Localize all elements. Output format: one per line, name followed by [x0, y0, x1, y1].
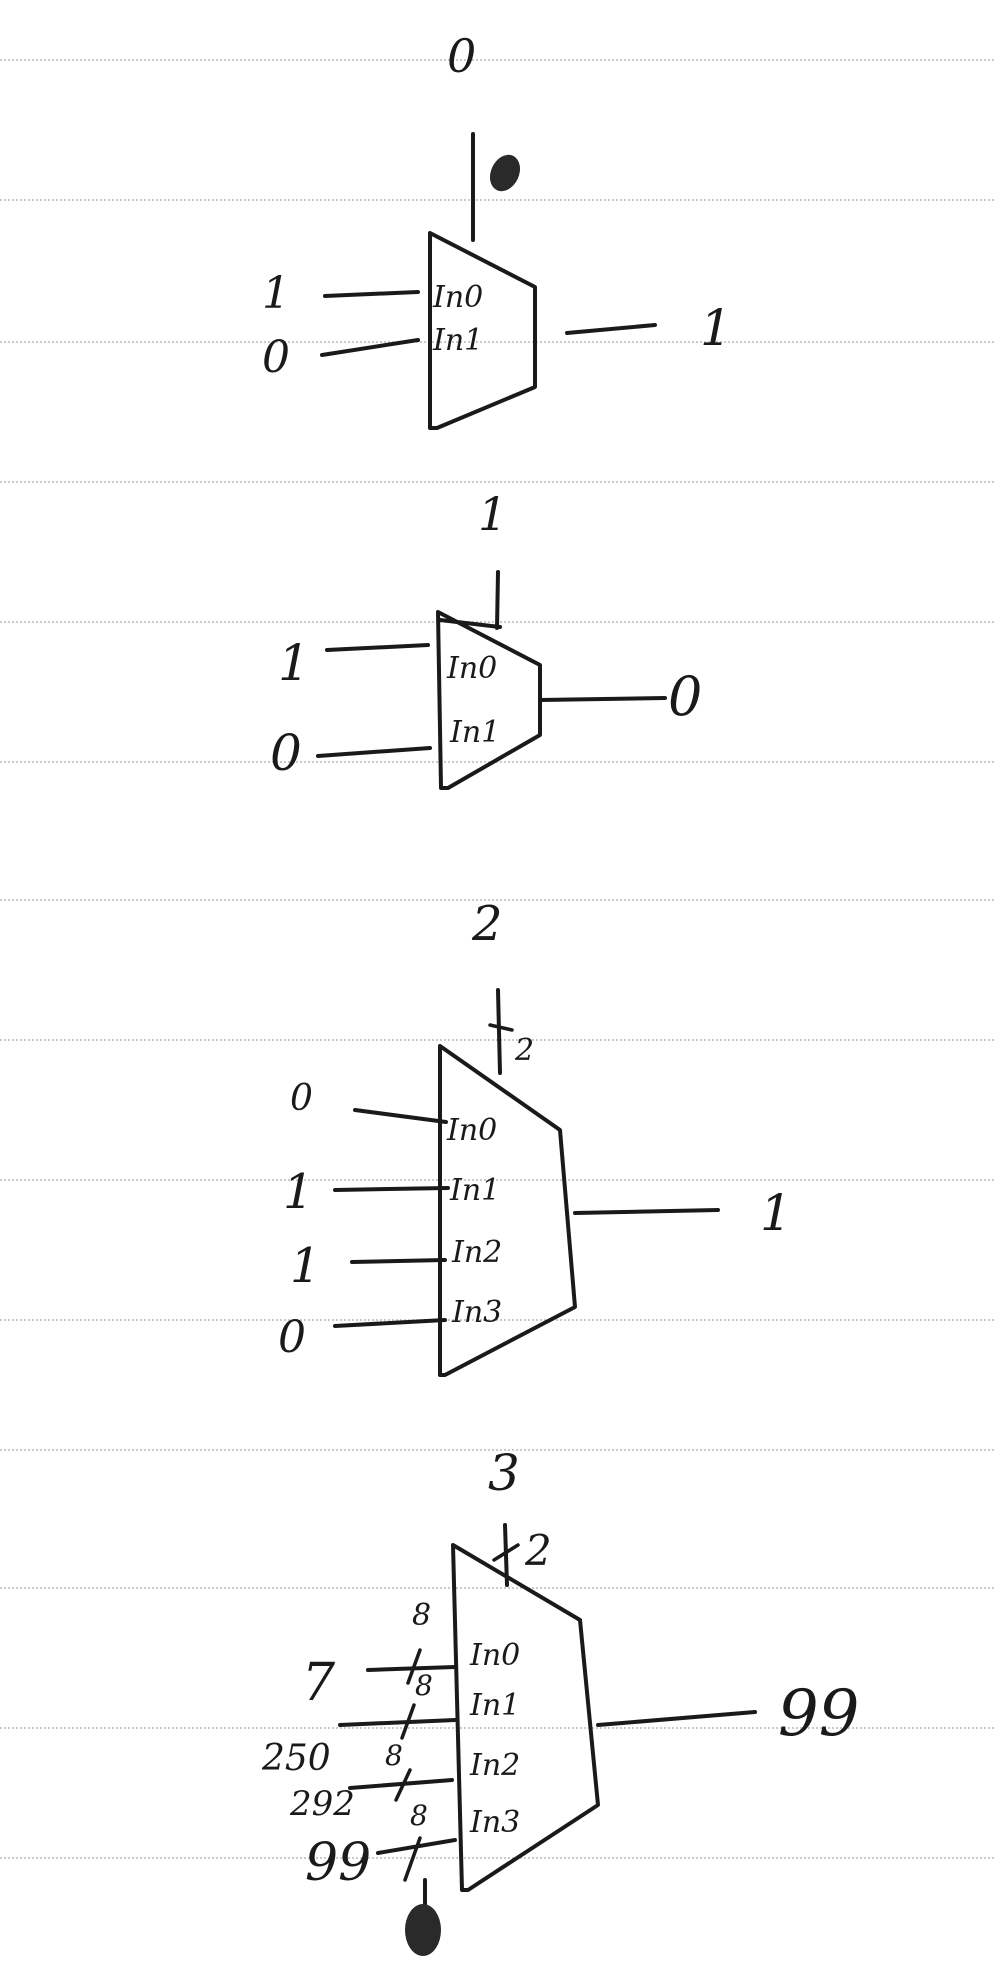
- input-value: 0: [262, 332, 290, 383]
- output-value: 99: [778, 1677, 859, 1751]
- input-wire: [350, 1258, 447, 1264]
- input-label: In1: [449, 715, 500, 750]
- input-value: 0: [270, 724, 302, 782]
- output-wire: [565, 323, 657, 335]
- diagram-title: 2: [471, 896, 503, 952]
- bus-slash: [406, 1648, 422, 1685]
- input-label: In2: [451, 1235, 502, 1270]
- diagram-title: 0: [447, 29, 476, 83]
- output-wire: [573, 1208, 720, 1215]
- output-value: 1: [760, 1184, 792, 1242]
- input-value: 1: [283, 1164, 314, 1220]
- mux-diagram-0: 0 1 In0 0 In1 1: [262, 29, 732, 430]
- input-wire: [333, 1318, 447, 1328]
- input-label: In0: [469, 1638, 520, 1673]
- input-value: 1: [290, 1238, 321, 1294]
- input-value: 250: [261, 1738, 331, 1779]
- input-label: In1: [449, 1173, 500, 1208]
- bus-width-label: 8: [412, 1598, 431, 1633]
- select-line: [495, 570, 500, 630]
- select-dot: [489, 154, 521, 192]
- input-wire: [325, 643, 430, 652]
- select-bus-slash: [492, 1543, 520, 1562]
- input-wire: [323, 290, 420, 298]
- select-dot: [405, 1904, 441, 1956]
- input-label: In0: [432, 280, 483, 315]
- input-wire: [338, 1718, 457, 1727]
- bus-slash: [400, 1703, 416, 1740]
- mux-body: [436, 610, 542, 790]
- mux-diagram-3: 3 2 7 8 In0 250 8 In1 292 8 In2 99 8 In3: [261, 1444, 859, 1956]
- input-label: In0: [446, 651, 497, 686]
- input-label: In0: [446, 1113, 497, 1148]
- mux-body: [451, 1543, 600, 1892]
- select-line: [496, 988, 502, 1075]
- output-wire: [596, 1710, 757, 1727]
- bus-width-label: 8: [385, 1739, 403, 1772]
- input-label: In3: [451, 1295, 502, 1330]
- input-wire: [353, 1108, 448, 1124]
- input-value: 1: [262, 268, 290, 319]
- input-label: In3: [469, 1805, 520, 1840]
- input-value: 99: [305, 1833, 371, 1893]
- mux-body: [428, 231, 537, 430]
- bus-width-label: 8: [415, 1669, 433, 1702]
- input-label: In1: [469, 1688, 520, 1723]
- input-wire: [316, 746, 432, 758]
- input-wire: [320, 338, 420, 357]
- bus-slash: [403, 1836, 422, 1882]
- input-value: 7: [302, 1653, 336, 1713]
- output-value: 0: [668, 665, 702, 728]
- select-width: 2: [514, 1033, 534, 1068]
- mux-diagram-1: 1 1 In0 0 In1 0: [270, 487, 702, 790]
- output-value: 1: [700, 299, 732, 357]
- mux-diagram-2: 2 2 0 In0 1 In1 1 In2 0 In3 1: [278, 896, 792, 1377]
- input-label: In1: [432, 323, 483, 358]
- input-value: 292: [289, 1784, 355, 1824]
- select-stub: [438, 618, 502, 629]
- output-wire: [538, 696, 667, 702]
- select-bus-slash: [488, 1023, 514, 1032]
- bus-slash: [394, 1768, 412, 1802]
- bus-width-label: 8: [410, 1799, 428, 1832]
- select-width: 2: [524, 1526, 552, 1575]
- diagram-title: 1: [478, 487, 507, 541]
- ruled-lines: [0, 59, 995, 1859]
- input-label: In2: [469, 1748, 520, 1783]
- input-value: 0: [290, 1078, 313, 1119]
- input-wire: [333, 1186, 450, 1192]
- input-value: 1: [278, 634, 310, 692]
- input-value: 0: [278, 1312, 306, 1363]
- input-wire: [348, 1778, 454, 1790]
- diagram-title: 3: [488, 1444, 520, 1502]
